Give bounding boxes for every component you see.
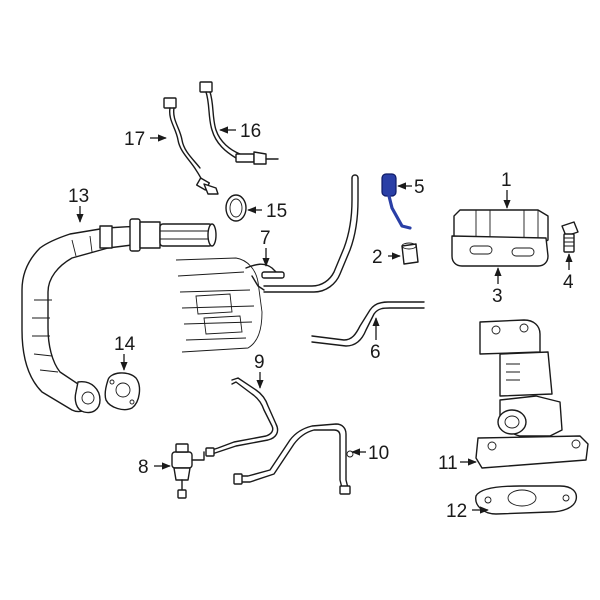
- callout-10: 10: [368, 443, 389, 464]
- callout-2: 2: [372, 247, 383, 268]
- part-5-hose-highlighted[interactable]: [381, 173, 412, 230]
- callout-9: 9: [254, 352, 265, 373]
- callout-3: 3: [492, 286, 503, 307]
- part-12-gasket[interactable]: [475, 485, 578, 515]
- part-7-manifold[interactable]: [175, 257, 285, 353]
- callout-1: 1: [501, 170, 512, 191]
- part-6-tube[interactable]: [311, 301, 425, 347]
- callout-14: 14: [114, 334, 136, 355]
- callout-5: 5: [414, 177, 425, 198]
- callout-15: 15: [266, 201, 287, 222]
- callout-6: 6: [370, 342, 381, 363]
- part-3-bracket[interactable]: [451, 235, 549, 267]
- part-9-hose[interactable]: [205, 377, 279, 457]
- part-8-solenoid[interactable]: [171, 443, 205, 499]
- callout-8: 8: [138, 457, 149, 478]
- part-13-tube[interactable]: [21, 218, 217, 414]
- part-4-bolt[interactable]: [561, 221, 579, 253]
- callout-7: 7: [260, 228, 271, 249]
- part-16-sensor[interactable]: [199, 81, 279, 165]
- part-11-egr-valve[interactable]: [475, 319, 589, 469]
- callout-17: 17: [124, 129, 145, 150]
- callout-16: 16: [240, 121, 261, 142]
- leader-lines: [76, 126, 573, 514]
- part-10-hose[interactable]: [233, 423, 354, 495]
- callout-12: 12: [446, 501, 467, 522]
- callout-4: 4: [563, 272, 574, 293]
- callout-labels: 1 2 3 4 5 6 7 8 9 10 11 12 13 14 15 16 1…: [68, 121, 574, 522]
- callout-13: 13: [68, 186, 89, 207]
- part-2-plug[interactable]: [401, 242, 419, 265]
- part-14-gasket[interactable]: [104, 372, 141, 411]
- part-17-sensor[interactable]: [163, 97, 219, 195]
- pipe-upper[interactable]: [263, 174, 359, 293]
- part-15-ring[interactable]: [225, 194, 247, 222]
- callout-11: 11: [438, 453, 458, 474]
